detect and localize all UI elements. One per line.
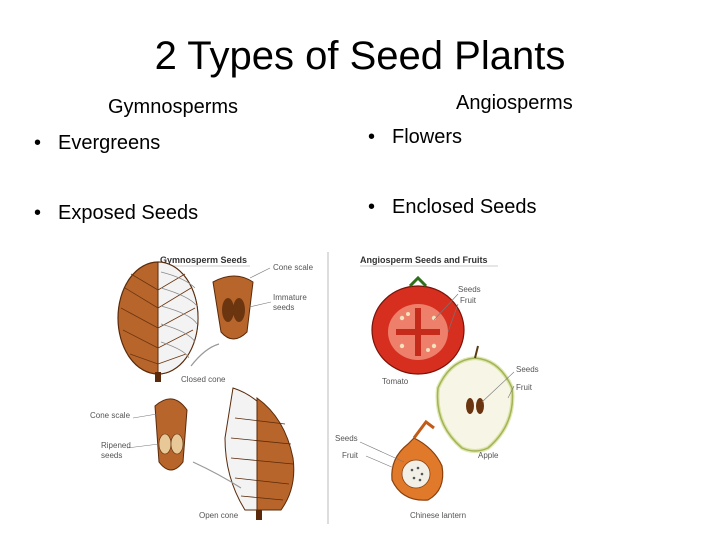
leader-line	[126, 443, 160, 449]
bullet-dot: •	[368, 126, 376, 148]
gymnosperm-figure: Gymnosperm Seeds Cone scale Immature see…	[90, 252, 329, 524]
leader-line	[132, 413, 158, 419]
angiosperm-figure: Angiosperm Seeds and Fruits Seeds Fruit …	[335, 255, 539, 520]
label-tomato-seeds: Seeds	[458, 285, 481, 294]
label-ripened-2: seeds	[101, 451, 122, 460]
tomato-illustration	[371, 275, 465, 375]
bullet-flowers: • Flowers	[368, 126, 462, 149]
bullet-evergreens: • Evergreens	[34, 132, 160, 155]
angiosperms-heading: Angiosperms	[456, 92, 573, 114]
arrow-closed	[190, 343, 220, 367]
label-lantern-fruit: Fruit	[342, 451, 359, 460]
arrow-open	[192, 461, 242, 489]
bullet-dot: •	[34, 202, 42, 224]
label-cone-scale-bottom: Cone scale	[90, 411, 131, 420]
bullet-exposed-seeds: • Exposed Seeds	[34, 202, 198, 225]
leader-line	[507, 385, 515, 399]
leader-line	[365, 455, 395, 469]
label-apple-fruit: Fruit	[516, 383, 533, 392]
bullet-dot: •	[34, 132, 42, 154]
apple-illustration	[435, 345, 515, 453]
open-cone-illustration	[224, 387, 295, 520]
label-apple-seeds: Seeds	[516, 365, 539, 374]
label-chinese-lantern: Chinese lantern	[410, 511, 466, 520]
leader-line	[481, 371, 515, 403]
label-closed-cone: Closed cone	[181, 375, 226, 384]
label-ripened-1: Ripened	[101, 441, 131, 450]
label-tomato: Tomato	[382, 377, 409, 386]
leader-line	[433, 293, 459, 321]
gymnosperms-heading: Gymnosperms	[108, 96, 239, 118]
bullet-text: Exposed Seeds	[58, 202, 199, 224]
bullet-text: Evergreens	[58, 132, 161, 154]
closed-cone-illustration	[117, 261, 199, 382]
bullet-text: Enclosed Seeds	[392, 196, 537, 218]
label-open-cone: Open cone	[199, 511, 239, 520]
angiosperm-figure-title: Angiosperm Seeds and Fruits	[360, 255, 488, 265]
immature-seed-scale	[212, 275, 254, 340]
gymnosperm-figure-title: Gymnosperm Seeds	[160, 255, 247, 265]
label-tomato-fruit: Fruit	[460, 296, 477, 305]
bullet-dot: •	[368, 196, 376, 218]
bullet-enclosed-seeds: • Enclosed Seeds	[368, 196, 537, 219]
leader-line	[244, 301, 272, 309]
label-apple: Apple	[478, 451, 499, 460]
leader-line	[359, 441, 405, 463]
ripened-seed-scale	[154, 398, 188, 471]
label-cone-scale-top: Cone scale	[273, 263, 314, 272]
chinese-lantern-illustration	[391, 419, 444, 501]
label-immature-2: seeds	[273, 303, 294, 312]
slide-title: 2 Types of Seed Plants	[154, 34, 566, 78]
label-lantern-seeds: Seeds	[335, 434, 358, 443]
leader-line	[249, 267, 271, 279]
bullet-text: Flowers	[392, 126, 463, 148]
leader-line	[447, 303, 459, 333]
label-immature-1: Immature	[273, 293, 307, 302]
